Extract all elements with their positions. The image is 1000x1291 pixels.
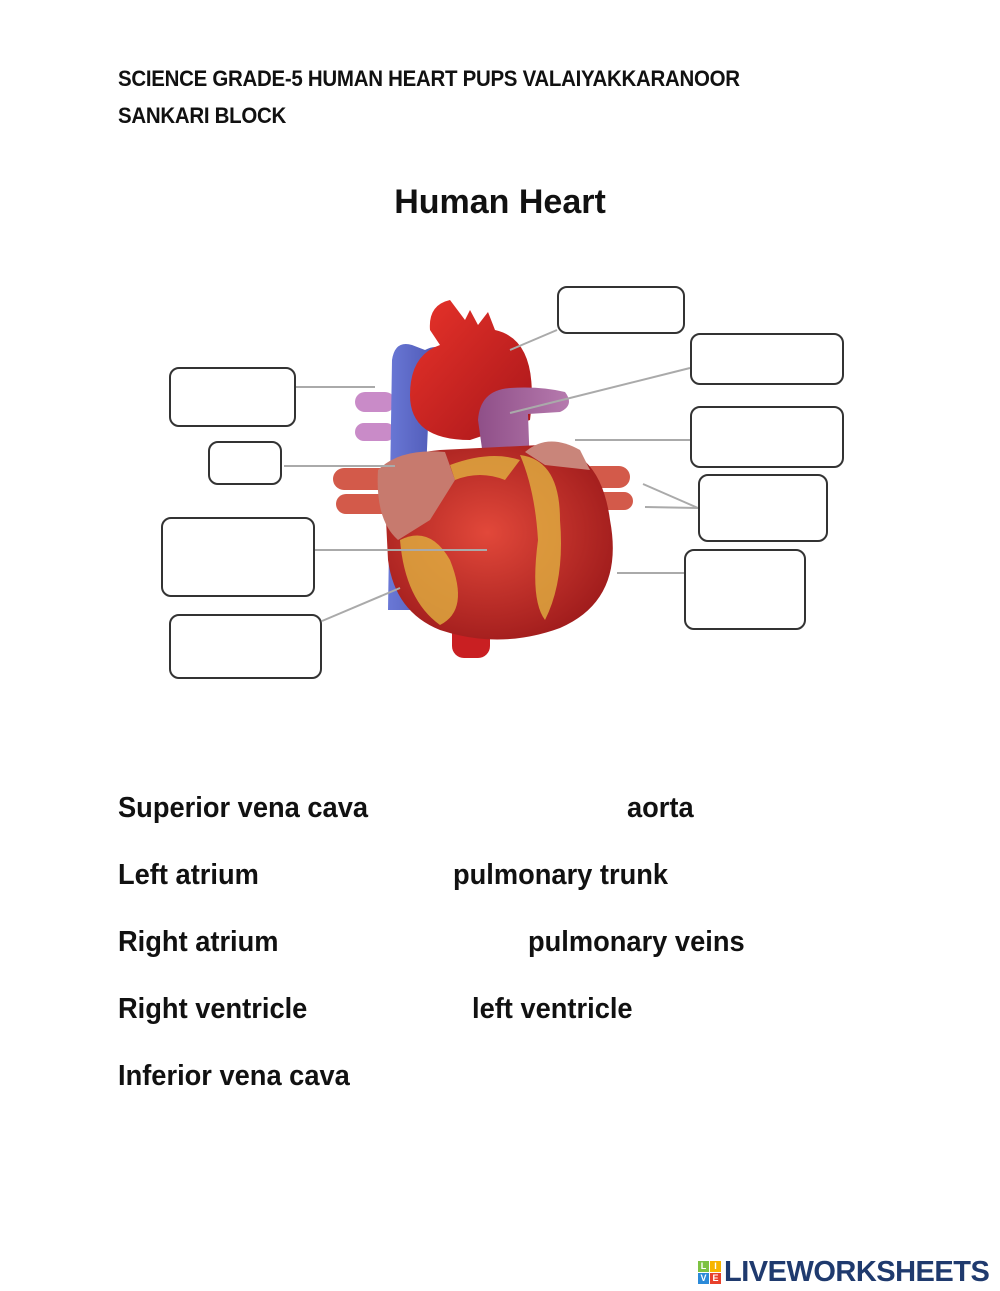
label-box-left-3[interactable]: [161, 517, 315, 597]
logo-grid-icon: L I V E: [698, 1261, 721, 1284]
word-aorta[interactable]: aorta: [627, 792, 694, 824]
label-box-right-2[interactable]: [690, 333, 844, 385]
diagram-title: Human Heart: [394, 183, 606, 221]
word-left-ventricle[interactable]: left ventricle: [472, 993, 633, 1025]
label-box-left-2[interactable]: [208, 441, 282, 485]
label-box-right-1[interactable]: [557, 286, 685, 334]
label-box-right-4[interactable]: [698, 474, 828, 542]
word-right-atrium[interactable]: Right atrium: [118, 926, 279, 958]
worksheet-header: SCIENCE GRADE-5 HUMAN HEART PUPS VALAIYA…: [118, 60, 843, 134]
word-right-ventricle[interactable]: Right ventricle: [118, 993, 308, 1025]
label-box-left-4[interactable]: [169, 614, 322, 679]
word-superior-vena-cava[interactable]: Superior vena cava: [118, 792, 369, 824]
header-line-2: SANKARI BLOCK: [118, 103, 287, 128]
heart-illustration: [284, 300, 699, 658]
liveworksheets-logo: L I V E LIVEWORKSHEETS: [698, 1256, 990, 1289]
word-left-atrium[interactable]: Left atrium: [118, 859, 259, 891]
label-box-right-3[interactable]: [690, 406, 844, 468]
word-inferior-vena-cava[interactable]: Inferior vena cava: [118, 1060, 350, 1092]
logo-text: LIVEWORKSHEETS: [724, 1256, 990, 1288]
word-pulmonary-veins[interactable]: pulmonary veins: [528, 926, 745, 958]
header-line-1: SCIENCE GRADE-5 HUMAN HEART PUPS VALAIYA…: [118, 66, 740, 91]
label-box-left-1[interactable]: [169, 367, 296, 427]
label-box-right-5[interactable]: [684, 549, 806, 630]
word-pulmonary-trunk[interactable]: pulmonary trunk: [453, 859, 669, 891]
